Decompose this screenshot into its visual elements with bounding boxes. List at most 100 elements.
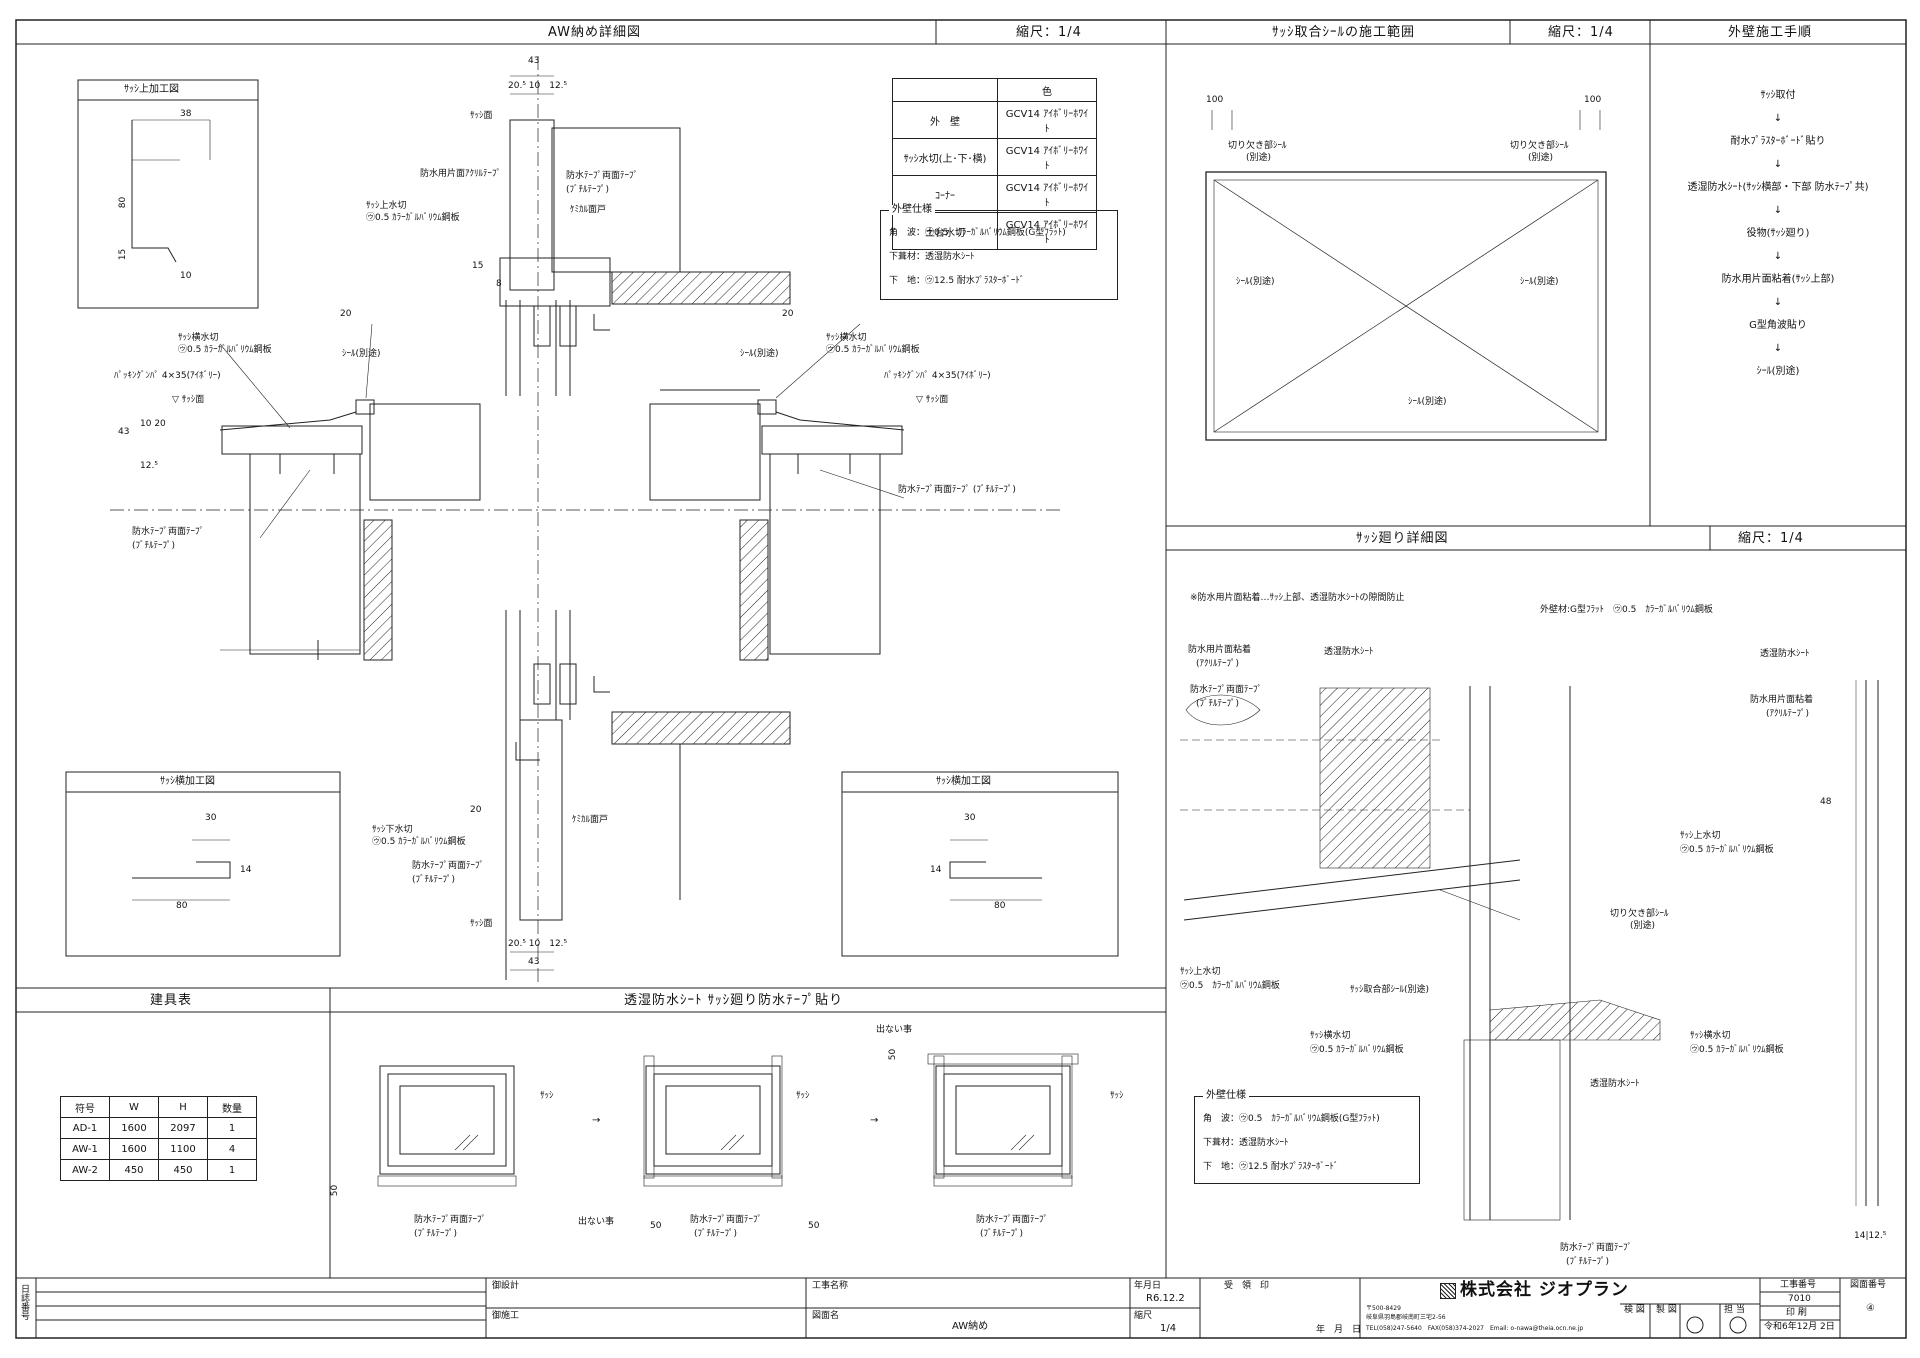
fittings-header: 符号	[60, 1096, 110, 1118]
fittings-cell: 450	[158, 1159, 208, 1181]
tape-bottom: 防水ﾃｰﾌﾟ両面ﾃｰﾌﾟ	[412, 861, 485, 871]
wall-spec2-title: 外壁仕様	[1203, 1091, 1249, 1101]
no-protrude-2: 出ない事	[876, 1025, 913, 1035]
sash-face-left: ▽ ｻｯｼ面	[172, 395, 205, 405]
upper-drip-spec: ㋒0.5 ｶﾗｰｶﾞﾙﾊﾞﾘｳﾑ鋼板	[366, 213, 460, 223]
ymd-label: 年 月 日	[1316, 1325, 1362, 1335]
dim-50-d: 50	[888, 1048, 899, 1061]
seal-range-scale: 縮尺：1/4	[1548, 25, 1614, 40]
sash-side-left-dim-30: 30	[205, 813, 217, 823]
kemikaru-bottom: ｹﾐｶﾙ面戸	[572, 815, 609, 825]
dim-20-bottom: 20	[470, 805, 482, 815]
wall-spec-box-2: 外壁仕様 角 波：㋒0.5 ｶﾗｰｶﾞﾙﾊﾞﾘｳﾑ鋼板(G型ﾌﾗｯﾄ) 下葺材：…	[1194, 1091, 1420, 1184]
sheet-label: 図面番号	[1850, 1280, 1887, 1290]
dim-50-b: 50	[650, 1221, 662, 1231]
fittings-cell: 2097	[158, 1117, 208, 1139]
aw-detail-scale: 縮尺：1/4	[1016, 25, 1082, 40]
notch-right2: (別途)	[1528, 153, 1554, 163]
print-label: 印 刷	[1786, 1308, 1807, 1318]
role-charge: 担 当	[1724, 1305, 1745, 1315]
procedure-step: 耐水ﾌﾟﾗｽﾀｰﾎﾞｰﾄﾞ貼り	[1730, 136, 1826, 147]
sash-side-right-dim-14: 14	[930, 865, 942, 875]
sash-top-dim-80: 80	[118, 196, 129, 209]
butyl-left: (ﾌﾞﾁﾙﾃｰﾌﾟ)	[132, 541, 176, 551]
date-value: R6.12.2	[1146, 1293, 1185, 1304]
sash-side-right-title: ｻｯｼ横加工図	[936, 776, 991, 787]
dim-8: 8	[496, 279, 502, 289]
notch-label: 切り欠き部ｼｰﾙ	[1610, 909, 1669, 919]
procedure-arrow: ↓	[1773, 343, 1783, 354]
table-row: AW-1 1600 1100 4	[60, 1138, 257, 1160]
seal-l: ｼｰﾙ(別途)	[1236, 277, 1275, 287]
color-row-item: 土台水切	[892, 212, 998, 250]
side-drip-r-label: ｻｯｼ横水切	[1690, 1031, 1731, 1041]
butyl-a: (ﾌﾞﾁﾙﾃｰﾌﾟ)	[414, 1229, 458, 1239]
right-drip: ｻｯｼ横水切	[826, 333, 867, 343]
moisture-label: 透湿防水ｼｰﾄ	[1324, 647, 1374, 657]
lower-drip-spec: ㋒0.5 ｶﾗｰｶﾞﾙﾊﾞﾘｳﾑ鋼板	[372, 837, 466, 847]
procedure-step: 防水用片面粘着(ｻｯｼ上部)	[1721, 274, 1835, 285]
side-drip-spec: ㋒0.5 ｶﾗｰｶﾞﾙﾊﾞﾘｳﾑ鋼板	[1310, 1045, 1404, 1055]
no-protrude: 出ない事	[578, 1217, 615, 1227]
dim-15: 15	[472, 261, 484, 271]
notch-left2: (別途)	[1246, 153, 1272, 163]
lower-drip: ｻｯｼ下水切	[372, 825, 413, 835]
seal-b: ｼｰﾙ(別途)	[1408, 397, 1447, 407]
construction-label: 御施工	[492, 1311, 520, 1321]
outer-wall-label: 外壁材:G型ﾌﾗｯﾄ ㋒0.5 ｶﾗｰｶﾞﾙﾊﾞﾘｳﾑ鋼板	[1540, 605, 1713, 615]
sash-top-dim-38: 38	[180, 109, 192, 119]
left-drip-spec: ㋒0.5 ｶﾗｰｶﾞﾙﾊﾞﾘｳﾑ鋼板	[178, 345, 272, 355]
fittings-cell: 1600	[109, 1138, 159, 1160]
upper-drip: ｻｯｼ上水切	[366, 201, 407, 211]
notch-left: 切り欠き部ｼｰﾙ	[1228, 141, 1287, 151]
dim-14-12: 14|12.⁵	[1854, 1231, 1887, 1241]
dim-43-bottom: 43	[528, 957, 540, 967]
fittings-cell: AD-1	[60, 1117, 110, 1139]
sash-joint-label: ｻｯｼ取合部ｼｰﾙ(別途)	[1350, 985, 1430, 995]
tape-both-top: 防水ﾃｰﾌﾟ両面ﾃｰﾌﾟ	[566, 171, 639, 181]
drawing-name-label: 図面名	[812, 1311, 840, 1321]
dim-50-c: 50	[808, 1221, 820, 1231]
wall-spec2-line: 角 波：㋒0.5 ｶﾗｰｶﾞﾙﾊﾞﾘｳﾑ鋼板(G型ﾌﾗｯﾄ)	[1203, 1114, 1380, 1124]
scale-label: 縮尺	[1134, 1311, 1153, 1321]
packing-right: ﾊﾟｯｷﾝｸﾞﾝﾊﾟ 4×35(ｱｲﾎﾞﾘｰ)	[884, 371, 991, 381]
sash-side-right-dim-30: 30	[964, 813, 976, 823]
dim-20-right: 20	[782, 309, 794, 319]
postal: 〒500-8429	[1366, 1305, 1401, 1312]
sash-side-left-title: ｻｯｼ横加工図	[160, 776, 215, 787]
sash-label-3: ｻｯｼ	[1110, 1091, 1124, 1101]
butyl2-label: (ﾌﾞﾁﾙﾃｰﾌﾟ)	[1196, 699, 1240, 709]
arrow-step-2: →	[870, 1115, 879, 1126]
seal-range-title: ｻｯｼ取合ｼｰﾙの施工範囲	[1272, 25, 1416, 40]
procedure-step: ｻｯｼ取付	[1760, 90, 1796, 101]
procedure-arrow: ↓	[1773, 205, 1783, 216]
dim-bottom-parts: 20.⁵ 10 12.⁵	[508, 939, 568, 949]
procedure-step: ｼｰﾙ(別途)	[1756, 366, 1800, 377]
butyl-bottom: (ﾌﾞﾁﾙﾃｰﾌﾟ)	[412, 875, 456, 885]
sash-detail-scale: 縮尺：1/4	[1738, 531, 1804, 546]
fittings-cell: AW-1	[60, 1138, 110, 1160]
color-row-value: GCV14 ｱｲﾎﾞﾘｰﾎﾜｲﾄ	[997, 101, 1097, 139]
contact: TEL(058)247-5640 FAX(058)374-2027 Email:…	[1366, 1325, 1584, 1332]
fittings-table: 符号 W H 数量 AD-1 1600 2097 1 AW-1 1600 110…	[60, 1096, 257, 1181]
upper-drip-r-spec: ㋒0.5 ｶﾗｰｶﾞﾙﾊﾞﾘｳﾑ鋼板	[1680, 845, 1774, 855]
wall-spec2-line: 下葺材：透湿防水ｼｰﾄ	[1203, 1138, 1289, 1148]
tape-title: 透湿防水ｼｰﾄ ｻｯｼ廻り防水ﾃｰﾌﾟ貼り	[624, 993, 844, 1008]
address: 岐阜県羽島郡岐南町三宅2-56	[1366, 1314, 1446, 1321]
role-check: 検 図	[1624, 1305, 1645, 1315]
procedure-list: ｻｯｼ取付 ↓ 耐水ﾌﾟﾗｽﾀｰﾎﾞｰﾄﾞ貼り ↓ 透湿防水ｼｰﾄ(ｻｯｼ横部・…	[1650, 84, 1906, 383]
dim-48: 48	[1820, 797, 1832, 807]
print-date: 令和6年12月 2日	[1764, 1322, 1835, 1332]
wall-spec2-line: 下 地：㋒12.5 耐水ﾌﾟﾗｽﾀｰﾎﾞｰﾄﾞ	[1203, 1162, 1339, 1172]
sash-top-dim-15: 15	[118, 248, 129, 261]
fittings-cell: 1	[207, 1117, 257, 1139]
sash-face-bottom: ｻｯｼ面	[470, 919, 493, 929]
company-name: 株式会社 ジオプラン	[1460, 1280, 1629, 1300]
sheet-no: ④	[1866, 1303, 1875, 1314]
drawing-name: AW納め	[952, 1321, 989, 1332]
dim-12-left: 12.⁵	[140, 461, 158, 471]
butyl-b-label: (ﾌﾞﾁﾙﾃｰﾌﾟ)	[1566, 1257, 1610, 1267]
dim-50-a: 50	[330, 1184, 341, 1197]
fittings-cell: AW-2	[60, 1159, 110, 1181]
butyl-b: (ﾌﾞﾁﾙﾃｰﾌﾟ)	[694, 1229, 738, 1239]
